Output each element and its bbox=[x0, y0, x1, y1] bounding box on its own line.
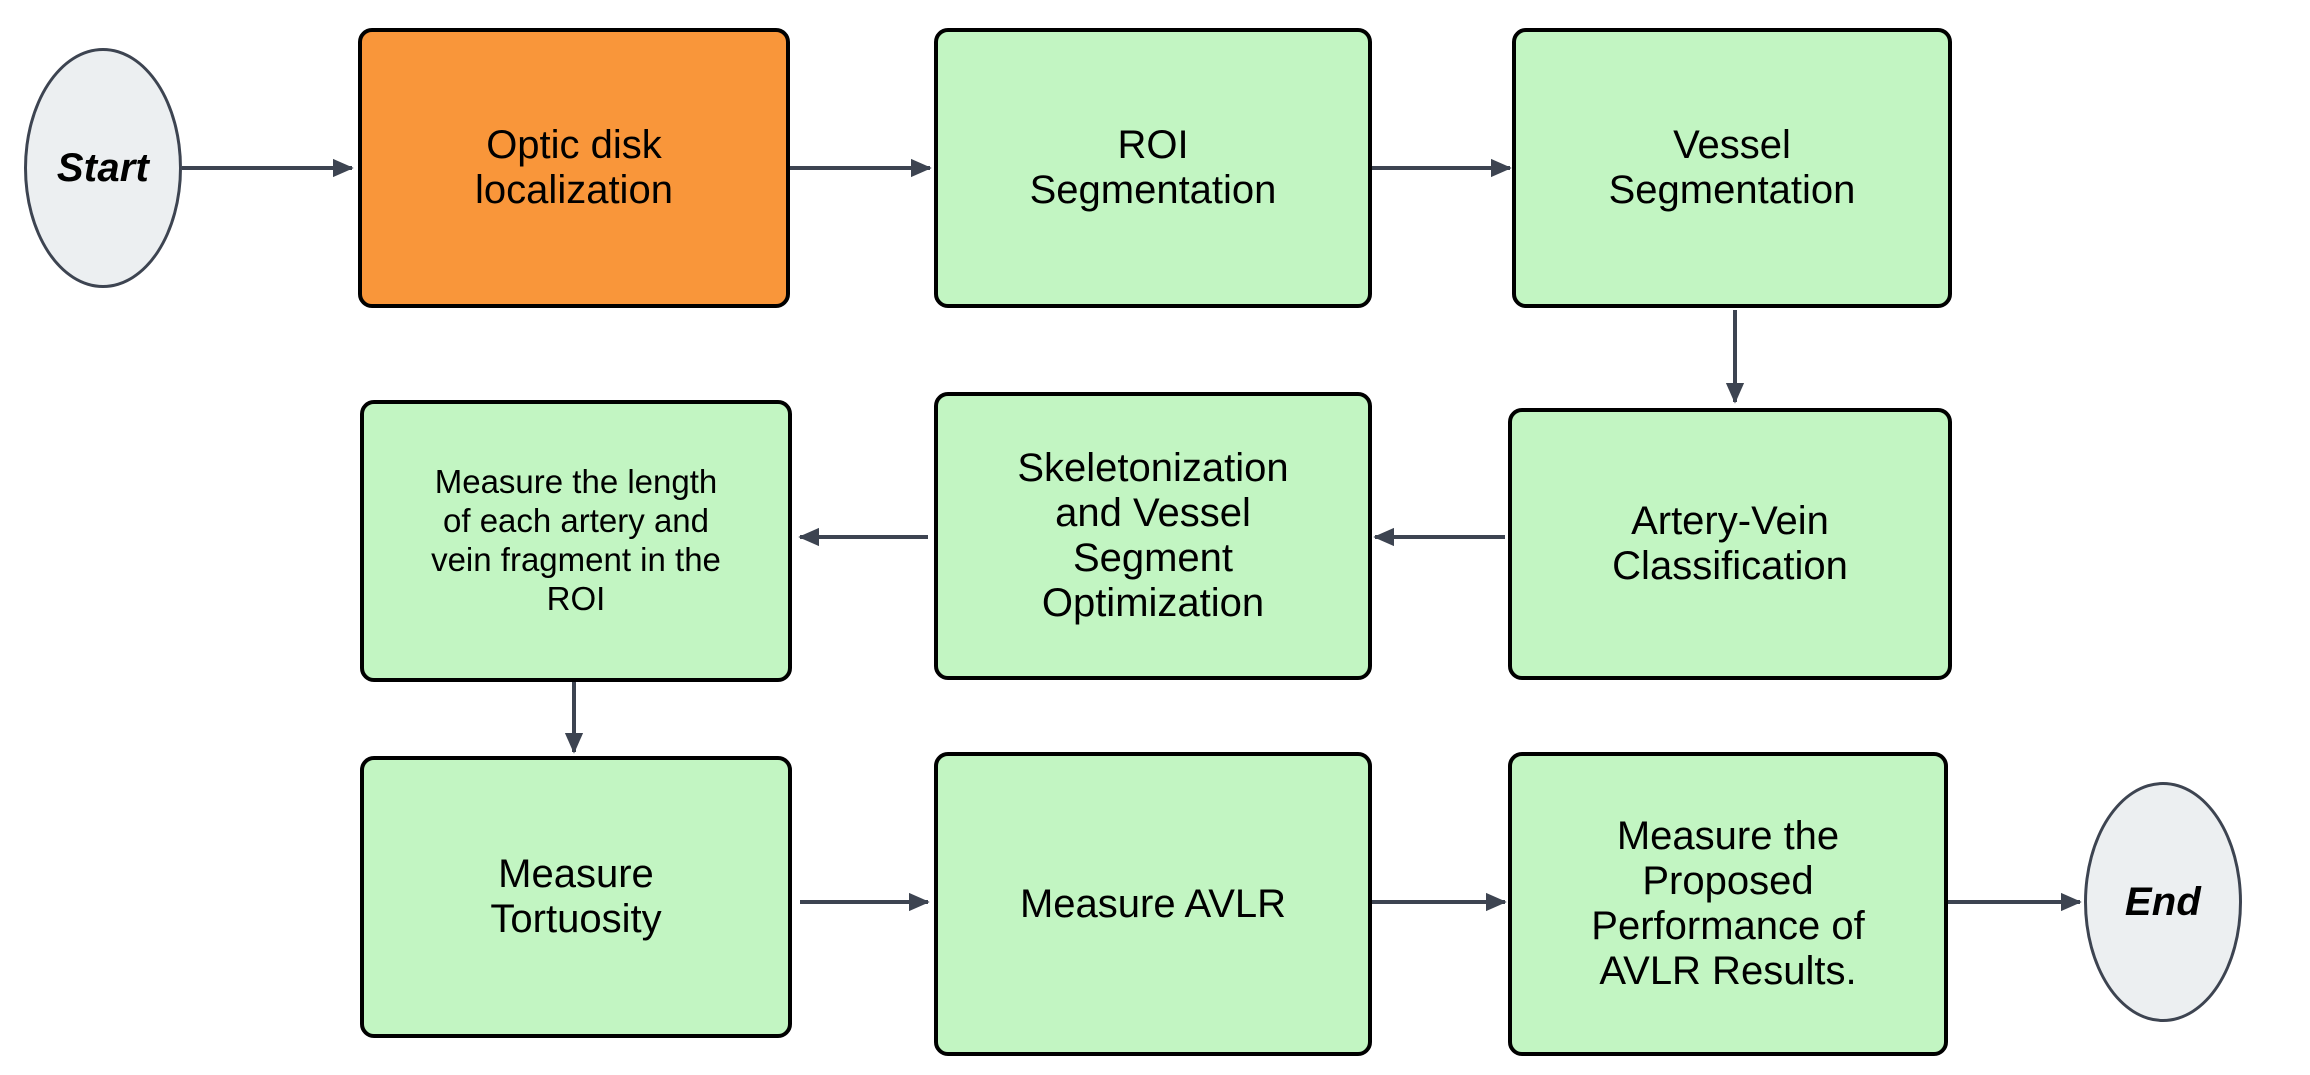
node-artery-vein-classification[interactable]: Artery-Vein Classification bbox=[1508, 408, 1952, 680]
node-end[interactable]: End bbox=[2084, 782, 2242, 1022]
node-roi-segmentation-label: ROI Segmentation bbox=[1029, 123, 1277, 212]
node-roi-segmentation[interactable]: ROI Segmentation bbox=[934, 28, 1372, 308]
node-measure-tortuosity-label: Measure Tortuosity bbox=[490, 852, 662, 941]
node-end-label: End bbox=[2124, 879, 2202, 924]
node-measure-performance-label: Measure the Proposed Performance of AVLR… bbox=[1591, 814, 1865, 993]
node-skeletonization[interactable]: Skeletonization and Vessel Segment Optim… bbox=[934, 392, 1372, 680]
node-measure-length-label: Measure the length of each artery and ve… bbox=[431, 463, 721, 617]
node-optic-disk-localization-label: Optic disk localization bbox=[475, 123, 673, 212]
node-measure-avlr[interactable]: Measure AVLR bbox=[934, 752, 1372, 1056]
node-optic-disk-localization[interactable]: Optic disk localization bbox=[358, 28, 790, 308]
node-skeletonization-label: Skeletonization and Vessel Segment Optim… bbox=[1017, 446, 1289, 625]
node-artery-vein-classification-label: Artery-Vein Classification bbox=[1612, 499, 1848, 588]
node-vessel-segmentation-label: Vessel Segmentation bbox=[1608, 123, 1856, 212]
node-start[interactable]: Start bbox=[24, 48, 182, 288]
node-measure-tortuosity[interactable]: Measure Tortuosity bbox=[360, 756, 792, 1038]
node-start-label: Start bbox=[56, 145, 150, 190]
node-measure-performance[interactable]: Measure the Proposed Performance of AVLR… bbox=[1508, 752, 1948, 1056]
node-vessel-segmentation[interactable]: Vessel Segmentation bbox=[1512, 28, 1952, 308]
node-measure-avlr-label: Measure AVLR bbox=[1019, 881, 1287, 926]
node-measure-length[interactable]: Measure the length of each artery and ve… bbox=[360, 400, 792, 682]
